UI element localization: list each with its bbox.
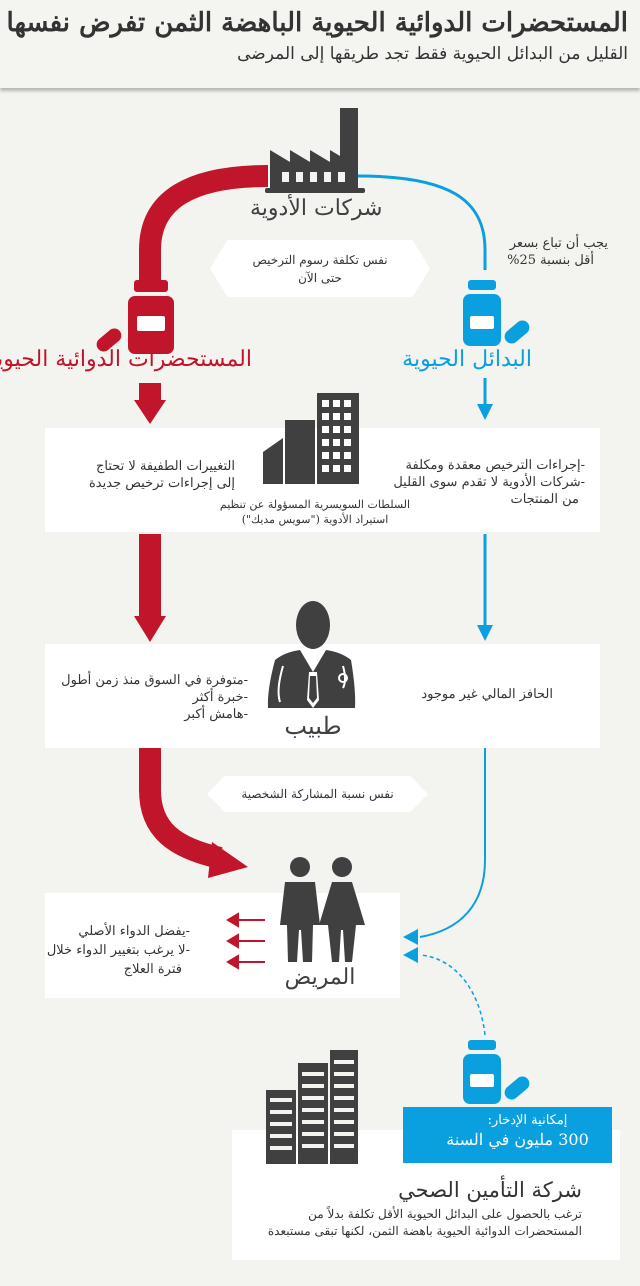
red-arrow-3 [208,842,248,878]
red-flow-3 [139,748,223,869]
license-cost-line2: حتى الآن [298,270,342,285]
doctor-left-item: -هامش أكبر [184,707,248,722]
regulator-caption-line1: السلطات السويسرية المسؤولة عن تنظيم [219,498,411,511]
license-cost-line1: نفس تكلفة رسوم الترخيص [252,252,388,267]
patient-item: -لا يرغب بتغيير الدواء خلال [46,943,190,958]
regulator-left-line2: إلى إجراءات ترخيص جديدة [89,476,235,491]
page-subtitle: القليل من البدائل الحيوية فقط تجد طريقها… [237,44,628,64]
regulator-left-line1: التغييرات الطفيفة لا تحتاج [95,459,235,474]
patient-icon [280,857,365,962]
doctor-icon [267,601,356,708]
insurance-line1: ترغب بالحصول على البدائل الحيوية الأقل ت… [308,1207,582,1221]
red-pill-bottle-icon [96,280,174,354]
savings-line2: 300 مليون في السنة [446,1130,589,1149]
red-flow-top [139,165,269,280]
patient-item: -يفضل الدواء الأصلي [78,924,190,939]
page-title: المستحضرات الدوائية الحيوية الباهضة الثم… [6,8,628,38]
patient-text: -يفضل الدواء الأصلي -لا يرغب بتغيير الدو… [10,922,190,979]
regulator-left-text: التغييرات الطفيفة لا تحتاج إلى إجراءات ت… [35,458,235,492]
blue-arrow-4 [403,947,418,963]
pharma-companies-label: شركات الأدوية [250,196,383,221]
savings-pill-bottle-icon [463,1040,530,1104]
blue-arrow-1 [477,404,493,420]
red-arrow-1 [134,400,166,424]
doctor-right-text: الحافز المالي غير موجود [421,687,553,702]
license-cost-note: نفس تكلفة رسوم الترخيص حتى الآن [210,240,430,297]
patient-arrows [226,912,265,970]
blue-arrow-3 [403,929,418,945]
insurance-line2: المستحضرات الدوائية الحيوية باهضة الثمن،… [267,1224,582,1238]
blue-flow-3 [419,748,486,938]
blue-dashed-flow [419,954,486,1036]
patient-item: فترة العلاج [123,962,182,977]
insurance-text: ترغب بالحصول على البدائل الحيوية الأقل ت… [232,1206,582,1240]
doctor-left-item: -متوفرة في السوق منذ زمن أطول [61,673,248,688]
regulator-right-item: -شركات الأدوية لا تقدم سوى القليل [393,475,585,490]
originals-label: المستحضرات الدوائية الحيوية [0,347,252,372]
blue-arrow-2 [477,625,493,641]
price-note-line2: أقل بنسبة 25% [507,253,594,268]
red-arrow-2 [134,616,166,642]
patient-label: المريض [284,965,356,990]
regulator-caption: السلطات السويسرية المسؤولة عن تنظيم استي… [215,497,415,527]
regulator-building-icon [263,393,359,484]
doctor-left-item: -خبرة أكثر [192,690,248,705]
price-note-line1: يجب أن تباع بسعر [509,236,608,251]
savings-box: إمكانية الإدخار: 300 مليون في السنة [403,1107,612,1163]
regulator-right-item: من المنتجات [510,492,579,507]
biosimilars-label: البدائل الحيوية [402,347,532,372]
regulator-caption-line2: استيراد الأدوية ("سويس مديك") [241,513,389,526]
copay-note: نفس نسبة المشاركة الشخصية [207,776,428,812]
doctor-label: طبيب [284,712,342,740]
blue-flow-top [357,174,487,270]
regulator-right-text: -إجراءات الترخيص معقدة ومكلفة -شركات الأ… [385,457,585,508]
header: المستحضرات الدوائية الحيوية الباهضة الثم… [0,0,640,88]
savings-line1: إمكانية الإدخار: [487,1113,568,1128]
regulator-right-item: -إجراءات الترخيص معقدة ومكلفة [405,458,585,473]
blue-pill-bottle-icon [463,280,530,346]
insurance-title: شركة التأمين الصحي [398,1178,582,1202]
insurance-building-icon [266,1050,358,1164]
doctor-left-text: -متوفرة في السوق منذ زمن أطول -خبرة أكثر… [48,672,248,723]
price-note: يجب أن تباع بسعر أقل بنسبة 25% [448,235,608,269]
factory-icon [265,108,365,193]
